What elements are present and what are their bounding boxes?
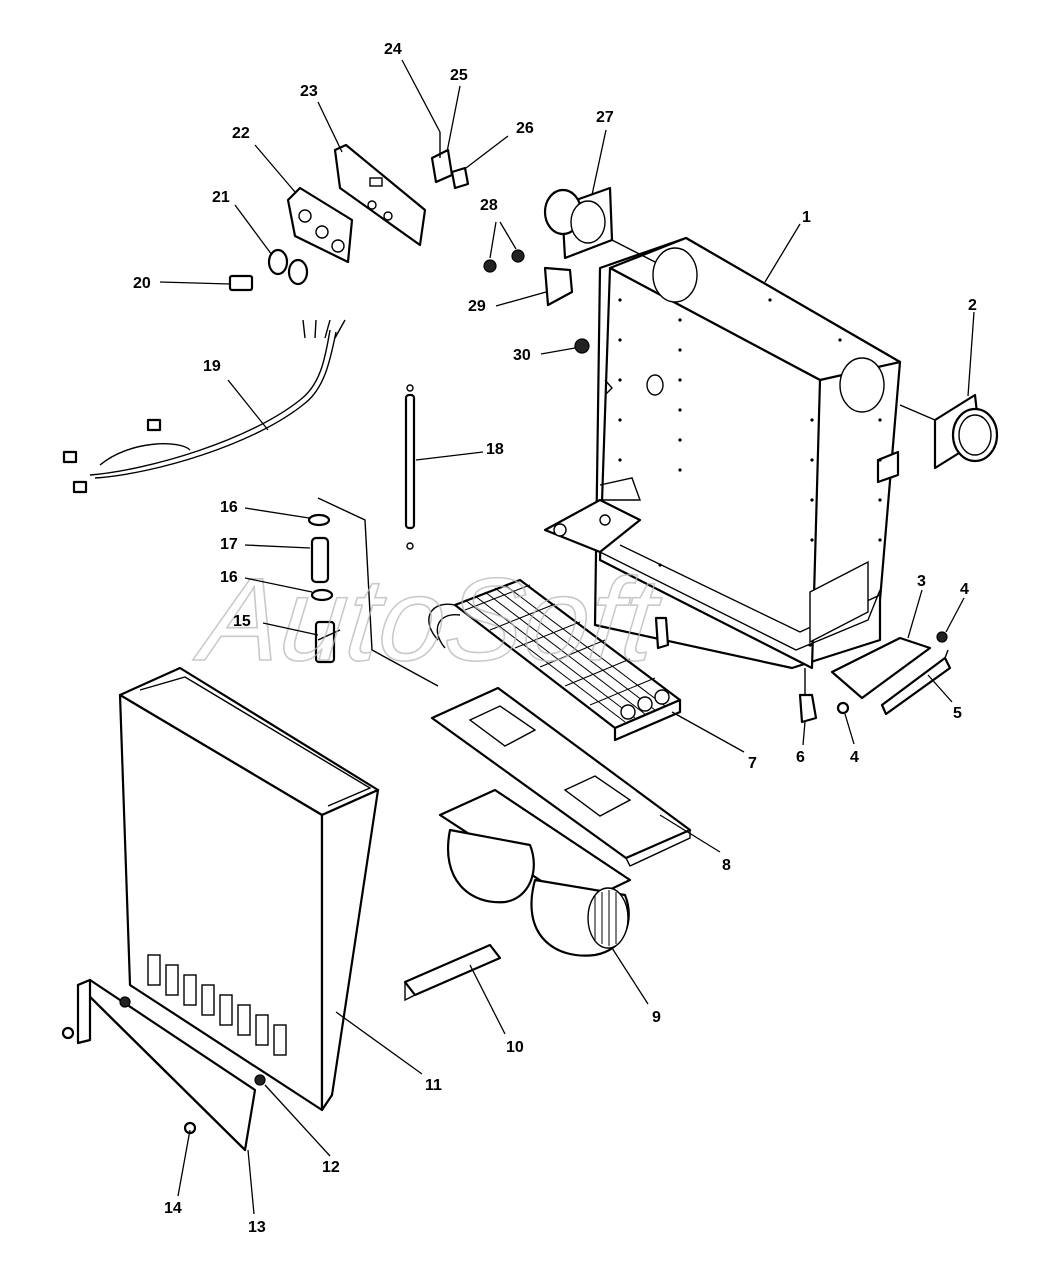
callout-4: 4 xyxy=(850,749,859,766)
part-11-front-cover xyxy=(118,666,380,1112)
part-17-hose xyxy=(310,536,330,584)
part-5-bracket xyxy=(880,649,952,716)
part-1-housing xyxy=(543,236,902,670)
part-28-nuts xyxy=(483,249,525,273)
part-21-knobs xyxy=(267,248,309,286)
callout-10: 10 xyxy=(506,1039,524,1056)
callout-5: 5 xyxy=(953,705,962,722)
callout-30: 30 xyxy=(513,347,531,364)
callout-26: 26 xyxy=(516,120,534,137)
part-10-angle-bracket xyxy=(403,943,502,1002)
callout-29: 29 xyxy=(468,298,486,315)
callout-28: 28 xyxy=(480,197,498,214)
callout-20: 20 xyxy=(133,275,151,292)
callout-19: 19 xyxy=(203,358,221,375)
callout-22: 22 xyxy=(232,125,250,142)
callout-9: 9 xyxy=(652,1009,661,1026)
part-26-switch xyxy=(450,166,470,190)
callout-6: 6 xyxy=(796,749,805,766)
part-3-cover-plate xyxy=(830,636,932,700)
part-19-wiring-harness xyxy=(62,319,346,494)
callout-17: 17 xyxy=(220,536,238,553)
part-9-blower xyxy=(438,788,632,957)
part-12-nut xyxy=(119,996,266,1086)
callout-13: 13 xyxy=(248,1219,266,1236)
part-4-nuts xyxy=(836,631,948,715)
callout-8: 8 xyxy=(722,857,731,874)
callout-11: 11 xyxy=(425,1077,442,1094)
part-7-heater-core xyxy=(428,578,682,742)
callout-16: 16 xyxy=(220,499,238,516)
housing-rivets xyxy=(618,298,882,647)
callout-15: 15 xyxy=(233,613,251,630)
callout-14: 14 xyxy=(164,1200,182,1217)
part-23-mounting-plate xyxy=(333,143,427,247)
blower-wheel-lines xyxy=(594,890,617,946)
core-fins xyxy=(464,584,666,723)
part-15-water-valve xyxy=(314,620,341,664)
leader-lines xyxy=(159,59,975,1215)
callout-25: 25 xyxy=(450,67,468,84)
callout-2: 2 xyxy=(968,297,977,314)
callout-3: 3 xyxy=(917,573,926,590)
part-6-drain-valve xyxy=(798,668,818,724)
callout-23: 23 xyxy=(300,83,318,100)
part-13-lower-panel xyxy=(76,978,257,1152)
part-20-connector xyxy=(228,274,254,292)
callout-labels: 1 2 3 4 4 5 6 7 8 9 10 11 12 13 14 15 16… xyxy=(133,41,977,1236)
callout-27: 27 xyxy=(596,109,614,126)
callout-21: 21 xyxy=(212,189,230,206)
valve-cable xyxy=(317,497,439,687)
cover-louvers xyxy=(147,954,287,1056)
part-30-nut xyxy=(574,338,590,354)
callout-24: 24 xyxy=(384,41,402,58)
part-18-control-rod xyxy=(404,384,416,550)
part-22-faceplate xyxy=(286,186,354,264)
callout-12: 12 xyxy=(322,1159,340,1176)
part-27-duct-collar xyxy=(543,186,656,263)
part-25-bracket xyxy=(430,148,454,184)
watermark-text: AutoSoft xyxy=(190,554,667,686)
part-2-duct-collar xyxy=(899,393,999,470)
callout-4: 4 xyxy=(960,581,969,598)
callout-18: 18 xyxy=(486,441,504,458)
callout-16: 16 xyxy=(220,569,238,586)
callout-7: 7 xyxy=(748,755,757,772)
callout-1: 1 xyxy=(802,209,811,226)
part-29-bracket xyxy=(543,266,574,307)
part-16-hose-clamps xyxy=(307,513,334,602)
